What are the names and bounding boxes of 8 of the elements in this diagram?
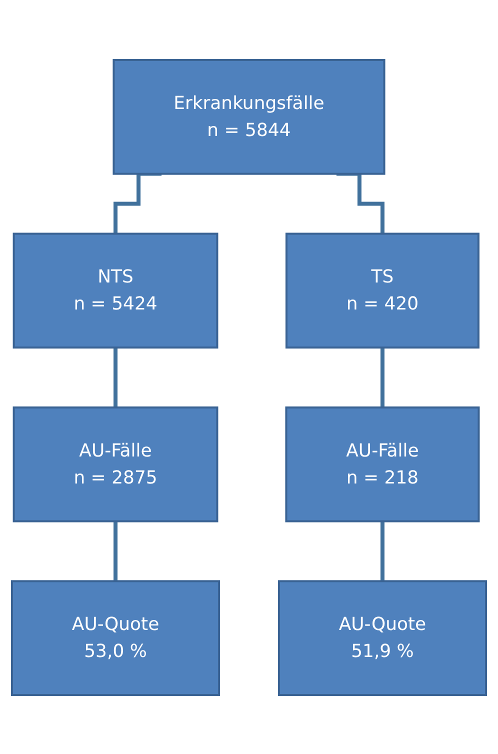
node-box [285, 232, 480, 348]
node-box [285, 406, 480, 522]
node-box [12, 232, 218, 348]
node-box [112, 58, 386, 174]
node-box [11, 580, 220, 696]
node-box [12, 406, 218, 522]
node-box [278, 580, 487, 696]
flowchart-drawing: Erkrankungsfälle n = 5844 NTS n = 5424 TS n = 420 AU-Fälle n = 2875 AU-Fälle n = 218 AU-Quote 53,0 % AU-Quote 51,9 % [4, 52, 494, 702]
